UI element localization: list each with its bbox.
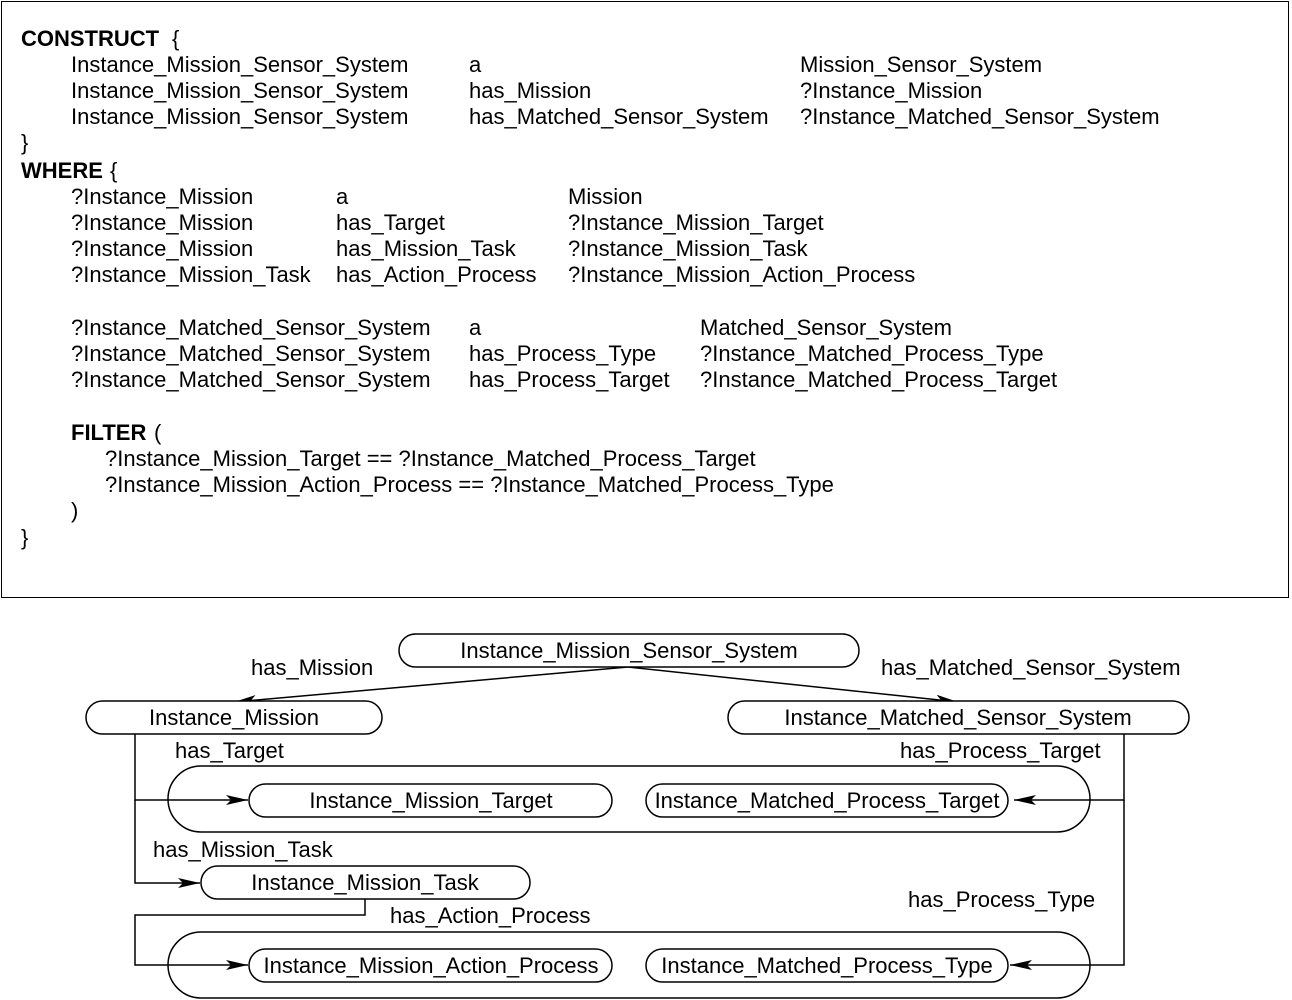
edge-has-mission — [233, 666, 629, 706]
where-predicate: has_Action_Process — [336, 262, 537, 287]
construct-predicate: a — [469, 52, 482, 77]
where-subject: ?Instance_Mission — [71, 236, 254, 261]
label-has-process-target: has_Process_Target — [900, 738, 1101, 763]
construct-brace-close: } — [21, 130, 29, 155]
construct-subject: Instance_Mission_Sensor_System — [71, 52, 409, 77]
construct-predicate: has_Matched_Sensor_System — [469, 104, 769, 129]
label-has-matched-sensor-system: has_Matched_Sensor_System — [881, 655, 1181, 680]
label-has-process-type: has_Process_Type — [908, 887, 1095, 912]
where-object: ?Instance_Mission_Target — [568, 210, 824, 235]
where-predicate: a — [336, 184, 349, 209]
svg-text:Instance_Mission: Instance_Mission — [149, 705, 319, 730]
construct-brace-open: { — [172, 26, 180, 51]
node-instance-mission-task: Instance_Mission_Task — [200, 865, 531, 900]
construct-object: ?Instance_Mission — [800, 78, 983, 103]
node-instance-mission-target: Instance_Mission_Target — [248, 783, 613, 818]
where-predicate: has_Process_Type — [469, 341, 657, 366]
edge-has-matched-sensor-system — [627, 666, 959, 705]
where-subject: ?Instance_Mission_Task — [71, 262, 311, 287]
svg-text:Instance_Matched_Process_Type: Instance_Matched_Process_Type — [661, 953, 992, 978]
svg-text:Instance_Mission_Action_Proces: Instance_Mission_Action_Process — [263, 953, 598, 978]
where-subject: ?Instance_Matched_Sensor_System — [71, 341, 431, 366]
edge-has-action-process — [134, 899, 366, 970]
where-predicate: has_Mission_Task — [336, 236, 516, 261]
svg-text:Instance_Mission_Sensor_System: Instance_Mission_Sensor_System — [460, 638, 798, 663]
where-subject: ?Instance_Mission — [71, 184, 254, 209]
where-brace-close: } — [21, 525, 29, 550]
where-subject: ?Instance_Mission — [71, 210, 254, 235]
svg-text:Instance_Matched_Process_Targe: Instance_Matched_Process_Target — [655, 788, 1000, 813]
filter-paren-open: ( — [154, 420, 162, 445]
construct-predicate: has_Mission — [469, 78, 592, 103]
edge-has-mission-task — [134, 800, 200, 888]
label-has-target: has_Target — [175, 738, 284, 763]
filter-condition: ?Instance_Mission_Target == ?Instance_Ma… — [105, 446, 756, 471]
svg-text:Instance_Mission_Target: Instance_Mission_Target — [309, 788, 552, 813]
filter-condition: ?Instance_Mission_Action_Process == ?Ins… — [105, 472, 834, 497]
where-predicate: a — [469, 315, 482, 340]
edge-has-process-type — [1010, 800, 1125, 970]
node-instance-matched-sensor-system: Instance_Matched_Sensor_System — [727, 700, 1190, 735]
node-instance-mission: Instance_Mission — [85, 700, 383, 735]
where-object: ?Instance_Matched_Process_Target — [700, 367, 1058, 392]
label-has-mission-task: has_Mission_Task — [153, 837, 334, 862]
where-subject: ?Instance_Matched_Sensor_System — [71, 315, 431, 340]
construct-object: ?Instance_Matched_Sensor_System — [800, 104, 1160, 129]
where-object: ?Instance_Mission_Action_Process — [568, 262, 916, 287]
graph-diagram: Instance_Mission_Sensor_System Instance_… — [85, 633, 1190, 999]
target-group-outline — [167, 765, 1091, 833]
construct-keyword: CONSTRUCT — [21, 26, 160, 51]
where-object: ?Instance_Matched_Process_Type — [700, 341, 1044, 366]
where-brace-open: { — [110, 158, 118, 183]
sparql-query-box: CONSTRUCT { Instance_Mission_Sensor_Syst… — [1, 1, 1289, 598]
where-subject: ?Instance_Matched_Sensor_System — [71, 367, 431, 392]
construct-subject: Instance_Mission_Sensor_System — [71, 78, 409, 103]
where-object: Mission — [568, 184, 643, 209]
where-predicate: has_Target — [336, 210, 445, 235]
construct-object: Mission_Sensor_System — [800, 52, 1043, 77]
where-keyword: WHERE — [21, 158, 103, 183]
node-instance-matched-process-type: Instance_Matched_Process_Type — [645, 948, 1009, 983]
where-predicate: has_Process_Target — [469, 367, 670, 392]
filter-paren-close: ) — [71, 498, 79, 523]
filter-keyword: FILTER — [71, 420, 147, 445]
construct-subject: Instance_Mission_Sensor_System — [71, 104, 409, 129]
label-has-action-process: has_Action_Process — [390, 903, 591, 928]
label-has-mission: has_Mission — [251, 655, 373, 680]
node-instance-mission-action-process: Instance_Mission_Action_Process — [248, 948, 613, 983]
where-object: Matched_Sensor_System — [700, 315, 952, 340]
node-instance-mission-sensor-system: Instance_Mission_Sensor_System — [398, 633, 860, 668]
svg-text:Instance_Mission_Task: Instance_Mission_Task — [251, 870, 479, 895]
svg-text:Instance_Matched_Sensor_System: Instance_Matched_Sensor_System — [784, 705, 1131, 730]
node-instance-matched-process-target: Instance_Matched_Process_Target — [645, 783, 1009, 818]
where-object: ?Instance_Mission_Task — [568, 236, 808, 261]
